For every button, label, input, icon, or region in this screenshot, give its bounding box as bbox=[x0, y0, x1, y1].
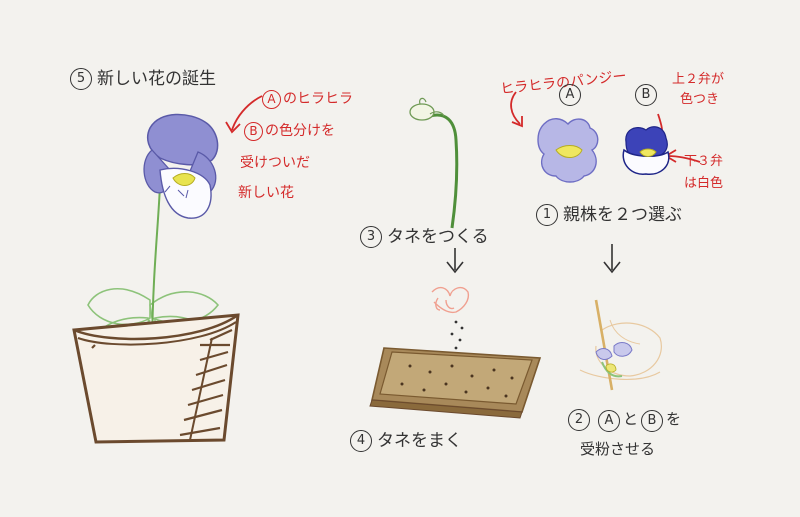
flower-stem bbox=[151, 184, 161, 346]
parent-a-circle: A bbox=[559, 84, 581, 106]
pollination-sketch bbox=[579, 299, 662, 391]
step-2-circle-a: A bbox=[598, 410, 620, 432]
step-3-number: 3 bbox=[360, 226, 382, 248]
step-5-text: 新しい花の誕生 bbox=[97, 69, 216, 89]
seed-tray bbox=[369, 347, 542, 419]
step-2-mid: と bbox=[623, 410, 639, 428]
new-flower-note-line-4: 新しい花 bbox=[238, 185, 294, 201]
parent-flower-b bbox=[622, 126, 670, 175]
b-lower-note-line-2: は白色 bbox=[684, 176, 724, 191]
step-2-number: 2 bbox=[568, 408, 590, 431]
red-annotation-arrow bbox=[510, 91, 523, 128]
sowing-hand bbox=[431, 286, 470, 314]
step-2-line-2: 受粉させる bbox=[580, 440, 656, 458]
falling-seeds bbox=[450, 320, 464, 350]
note-line-1-text: のヒラヒラ bbox=[283, 91, 353, 107]
new-flower-note-line-3: 受けついだ bbox=[240, 155, 310, 171]
parent-b-label: B bbox=[632, 84, 660, 106]
seed-pod-stem bbox=[409, 97, 459, 229]
new-flower bbox=[143, 113, 219, 219]
b-upper-note-line-2: 色つき bbox=[680, 92, 720, 107]
note-circled-b: B bbox=[244, 122, 263, 141]
step-2-end: を bbox=[666, 410, 682, 428]
step-1-text: 親株を２つ選ぶ bbox=[563, 205, 682, 225]
down-arrow bbox=[446, 248, 464, 274]
b-upper-note-line-1: 上２弁が bbox=[672, 72, 725, 87]
parent-flower-a bbox=[537, 118, 599, 183]
step-1-number: 1 bbox=[536, 204, 558, 226]
down-arrow bbox=[603, 244, 621, 274]
red-annotation-arrow bbox=[225, 95, 263, 134]
step-3-text: タネをつくる bbox=[387, 227, 489, 247]
step-4-text: タネをまく bbox=[377, 431, 462, 451]
step-2-circle-b: B bbox=[641, 410, 664, 432]
flower-pot bbox=[72, 313, 240, 444]
parent-b-circle: B bbox=[635, 84, 657, 106]
b-lower-note-line-1: 下３弁 bbox=[684, 154, 724, 169]
note-line-2-text: の色分けを bbox=[265, 123, 335, 139]
step-5-number: 5 bbox=[70, 68, 92, 90]
parent-a-label: A bbox=[556, 84, 584, 106]
step-4-number: 4 bbox=[350, 430, 372, 452]
note-circled-a: A bbox=[262, 90, 281, 109]
